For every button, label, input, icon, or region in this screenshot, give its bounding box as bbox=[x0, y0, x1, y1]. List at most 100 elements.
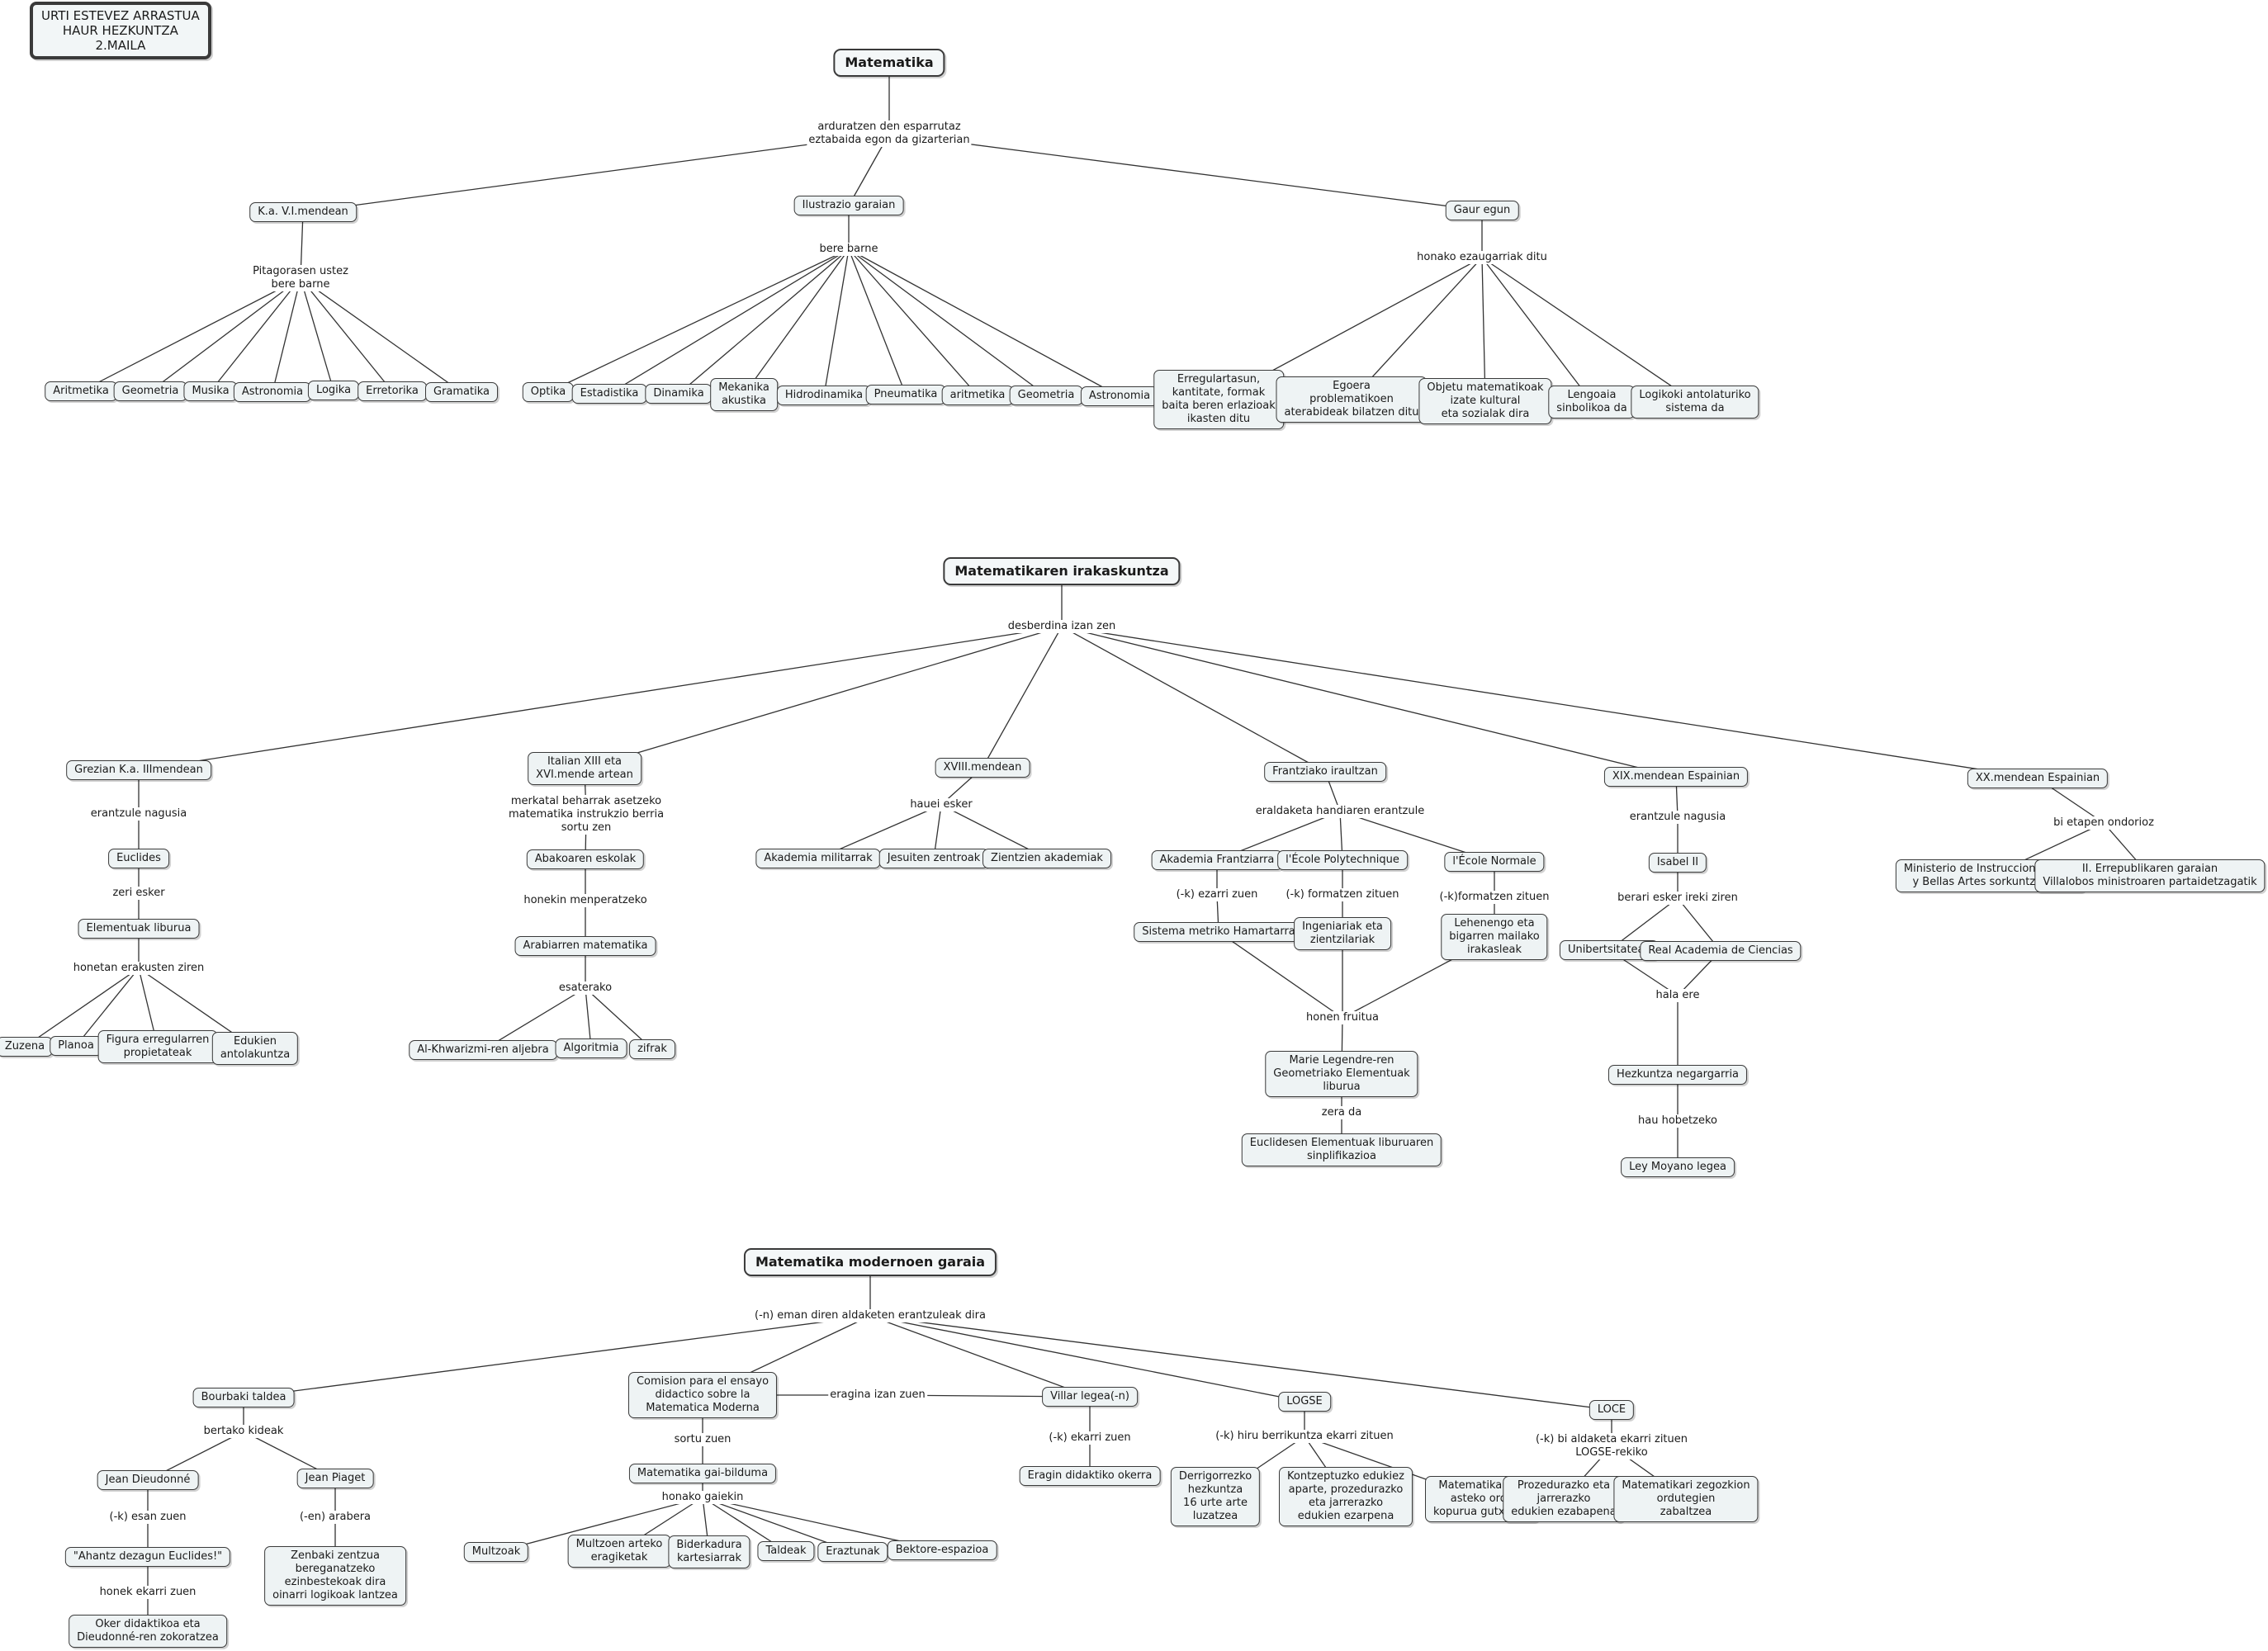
link-label-l_hiru: (-k) hiru berrikuntza ekarri zituen bbox=[1214, 1430, 1395, 1443]
concept-node-mgb[interactable]: Matematika gai-bilduma bbox=[628, 1464, 777, 1483]
concept-node-ari2[interactable]: aritmetika bbox=[941, 386, 1014, 405]
concept-node-xix[interactable]: XIX.mendean Espainian bbox=[1603, 767, 1749, 787]
concept-node-zen[interactable]: Zenbaki zentzua bereganatzeko ezinbestek… bbox=[264, 1546, 406, 1606]
concept-node-pne[interactable]: Pneumatika bbox=[865, 385, 946, 404]
concept-node-ast2[interactable]: Astronomia bbox=[1080, 386, 1159, 406]
concept-node-jes[interactable]: Jesuiten zentroak bbox=[878, 849, 989, 868]
concept-node-bek[interactable]: Bektore-espazioa bbox=[887, 1540, 997, 1560]
link-label-l_eral: eraldaketa handiaren erantzule bbox=[1253, 805, 1427, 818]
concept-node-kav[interactable]: K.a. V.I.mendean bbox=[249, 202, 357, 222]
concept-node-lehe[interactable]: Lehenengo eta bigarren mailako irakaslea… bbox=[1441, 914, 1548, 960]
link-label-l_honako: honako gaiekin bbox=[660, 1491, 746, 1504]
connector-l_bere-mek bbox=[743, 248, 850, 395]
concept-node-bou[interactable]: Bourbaki taldea bbox=[192, 1388, 295, 1407]
concept-node-mmg[interactable]: Matematika modernoen garaia bbox=[743, 1248, 997, 1276]
concept-node-fig[interactable]: Figura erregularren propietateak bbox=[97, 1030, 218, 1063]
concept-node-gaur[interactable]: Gaur egun bbox=[1445, 201, 1519, 220]
concept-node-bid[interactable]: Biderkadura kartesiarrak bbox=[668, 1535, 750, 1568]
concept-node-tal[interactable]: Taldeak bbox=[757, 1541, 815, 1561]
concept-node-epoly[interactable]: l'École Polytechnique bbox=[1277, 850, 1408, 870]
concept-node-vil[interactable]: Villar legea(-n) bbox=[1042, 1387, 1138, 1407]
link-label-l_hala: hala ere bbox=[1654, 989, 1702, 1002]
concept-node-xx[interactable]: XX.mendean Espainian bbox=[1967, 769, 2109, 788]
concept-node-mul[interactable]: Multzoak bbox=[463, 1542, 529, 1562]
author-title-box: URTI ESTEVEZ ARRASTUA HAUR HEZKUNTZA 2.M… bbox=[30, 2, 211, 59]
concept-node-arab[interactable]: Arabiarren matematika bbox=[514, 936, 656, 956]
concept-node-ilu[interactable]: Ilustrazio garaian bbox=[793, 196, 904, 215]
link-label-l_des: desberdina izan zen bbox=[1006, 620, 1118, 633]
concept-node-err2[interactable]: II. Errepublikaren garaian Villalobos mi… bbox=[2034, 859, 2266, 892]
concept-node-mzo[interactable]: Matematikari zegozkion ordutegien zabalt… bbox=[1613, 1476, 1759, 1522]
concept-node-jd[interactable]: Jean Dieudonné bbox=[97, 1470, 199, 1490]
connector-sis-l_frui bbox=[1218, 931, 1343, 1019]
concept-node-logse[interactable]: LOGSE bbox=[1278, 1392, 1331, 1412]
concept-node-len[interactable]: Lengoaia sinbolikoa da bbox=[1548, 386, 1636, 419]
concept-node-marie[interactable]: Marie Legendre-ren Geometriako Elementua… bbox=[1265, 1051, 1418, 1097]
concept-node-akf[interactable]: Akademia Frantziarra bbox=[1151, 850, 1283, 870]
concept-node-egoe[interactable]: Egoera problematikoen aterabideak bilatz… bbox=[1276, 376, 1428, 423]
concept-node-ley[interactable]: Ley Moyano legea bbox=[1621, 1157, 1735, 1177]
connector-l_pit-err bbox=[300, 277, 393, 392]
concept-node-fra[interactable]: Frantziako iraultzan bbox=[1264, 762, 1386, 782]
concept-node-aba[interactable]: Abakoaren eskolak bbox=[526, 849, 645, 869]
concept-node-era[interactable]: Eraztunak bbox=[817, 1542, 888, 1562]
concept-node-obj[interactable]: Objetu matematikoak izate kultural eta s… bbox=[1418, 378, 1552, 424]
connector-l_des-xix bbox=[1061, 626, 1677, 778]
concept-node-zuz[interactable]: Zuzena bbox=[0, 1037, 54, 1057]
concept-node-zie[interactable]: Zientzien akademiak bbox=[982, 849, 1111, 868]
concept-node-isa[interactable]: Isabel II bbox=[1648, 853, 1707, 873]
concept-node-est[interactable]: Estadistika bbox=[571, 384, 647, 404]
link-label-l_eman: (-n) eman diren aldaketen erantzuleak di… bbox=[753, 1309, 987, 1322]
concept-node-eucli[interactable]: Euclidesen Elementuak liburuaren sinplif… bbox=[1241, 1133, 1442, 1166]
concept-node-edu[interactable]: Edukien antolakuntza bbox=[211, 1032, 299, 1065]
concept-node-gre[interactable]: Grezian K.a. IIImendean bbox=[66, 760, 211, 780]
concept-node-opt[interactable]: Optika bbox=[522, 382, 575, 402]
concept-node-arit[interactable]: Aritmetika bbox=[45, 381, 117, 401]
concept-node-sis[interactable]: Sistema metriko Hamartarra bbox=[1134, 922, 1304, 942]
concept-node-xviii[interactable]: XVIII.mendean bbox=[935, 758, 1030, 778]
concept-node-oker[interactable]: Oker didaktikoa eta Dieudonné-ren zokora… bbox=[69, 1615, 227, 1648]
concept-node-enorm[interactable]: l'École Normale bbox=[1444, 852, 1545, 872]
concept-node-din[interactable]: Dinamika bbox=[645, 384, 713, 404]
concept-node-erreg[interactable]: Erregulartasun, kantitate, formak baita … bbox=[1153, 370, 1284, 429]
concept-node-err[interactable]: Erretorika bbox=[357, 381, 427, 401]
concept-node-geo1[interactable]: Geometria bbox=[113, 381, 187, 401]
link-label-l_bi: bi etapen ondorioz bbox=[2052, 816, 2156, 830]
concept-node-com[interactable]: Comision para el ensayo didactico sobre … bbox=[627, 1372, 778, 1418]
concept-node-der[interactable]: Derrigorrezko hezkuntza 16 urte arte luz… bbox=[1170, 1467, 1261, 1526]
concept-node-loce[interactable]: LOCE bbox=[1589, 1400, 1635, 1420]
concept-node-jp[interactable]: Jean Piaget bbox=[296, 1469, 374, 1488]
concept-node-aha[interactable]: "Ahantz dezagun Euclides!" bbox=[64, 1547, 231, 1567]
concept-node-ita[interactable]: Italian XIII eta XVI.mende artean bbox=[528, 752, 642, 785]
connector-l_bere-geo2 bbox=[848, 248, 1047, 396]
concept-node-aka[interactable]: Akademia militarrak bbox=[755, 849, 881, 868]
concept-node-ing[interactable]: Ingeniariak eta zientzilariak bbox=[1294, 917, 1391, 950]
concept-node-mus[interactable]: Musika bbox=[183, 381, 238, 401]
concept-node-elem[interactable]: Elementuak liburua bbox=[78, 919, 200, 939]
concept-node-hez[interactable]: Hezkuntza negargarria bbox=[1607, 1065, 1748, 1085]
concept-node-pro[interactable]: Prozedurazko eta jarrerazko edukien ezab… bbox=[1503, 1476, 1625, 1522]
concept-node-mir[interactable]: Matematikaren irakaskuntza bbox=[943, 557, 1181, 585]
connector-l_pit-gra bbox=[300, 277, 462, 393]
concept-node-ast1[interactable]: Astronomia bbox=[233, 382, 312, 402]
concept-node-mek[interactable]: Mekanika akustika bbox=[710, 378, 778, 411]
concept-node-alg[interactable]: Algoritmia bbox=[555, 1038, 627, 1058]
link-label-l_bert: bertako kideak bbox=[201, 1425, 286, 1438]
link-label-l_bere: bere barne bbox=[817, 243, 880, 256]
link-label-l_sort: sortu zuen bbox=[672, 1433, 733, 1446]
concept-node-gra[interactable]: Gramatika bbox=[425, 382, 498, 402]
concept-node-rac[interactable]: Real Academia de Ciencias bbox=[1640, 941, 1802, 961]
concept-node-alk[interactable]: Al-Khwarizmi-ren aljebra bbox=[409, 1040, 557, 1060]
concept-node-log[interactable]: Logika bbox=[307, 381, 360, 400]
concept-node-zif[interactable]: zifrak bbox=[629, 1039, 675, 1059]
concept-node-kon[interactable]: Kontzeptuzko edukiez aparte, prozedurazk… bbox=[1278, 1467, 1413, 1526]
concept-node-hid[interactable]: Hidrodinamika bbox=[776, 386, 872, 405]
concept-node-geo2[interactable]: Geometria bbox=[1009, 386, 1083, 405]
connector-l_pit-geo1 bbox=[149, 277, 301, 392]
concept-node-eok[interactable]: Eragin didaktiko okerra bbox=[1019, 1466, 1161, 1486]
concept-node-eucl[interactable]: Euclides bbox=[108, 849, 169, 868]
concept-node-pla[interactable]: Planoa bbox=[50, 1036, 102, 1056]
concept-node-logk[interactable]: Logikoki antolaturiko sistema da bbox=[1631, 386, 1759, 419]
concept-node-mat[interactable]: Matematika bbox=[833, 49, 945, 77]
concept-node-mula[interactable]: Multzoen arteko eragiketak bbox=[567, 1535, 671, 1568]
